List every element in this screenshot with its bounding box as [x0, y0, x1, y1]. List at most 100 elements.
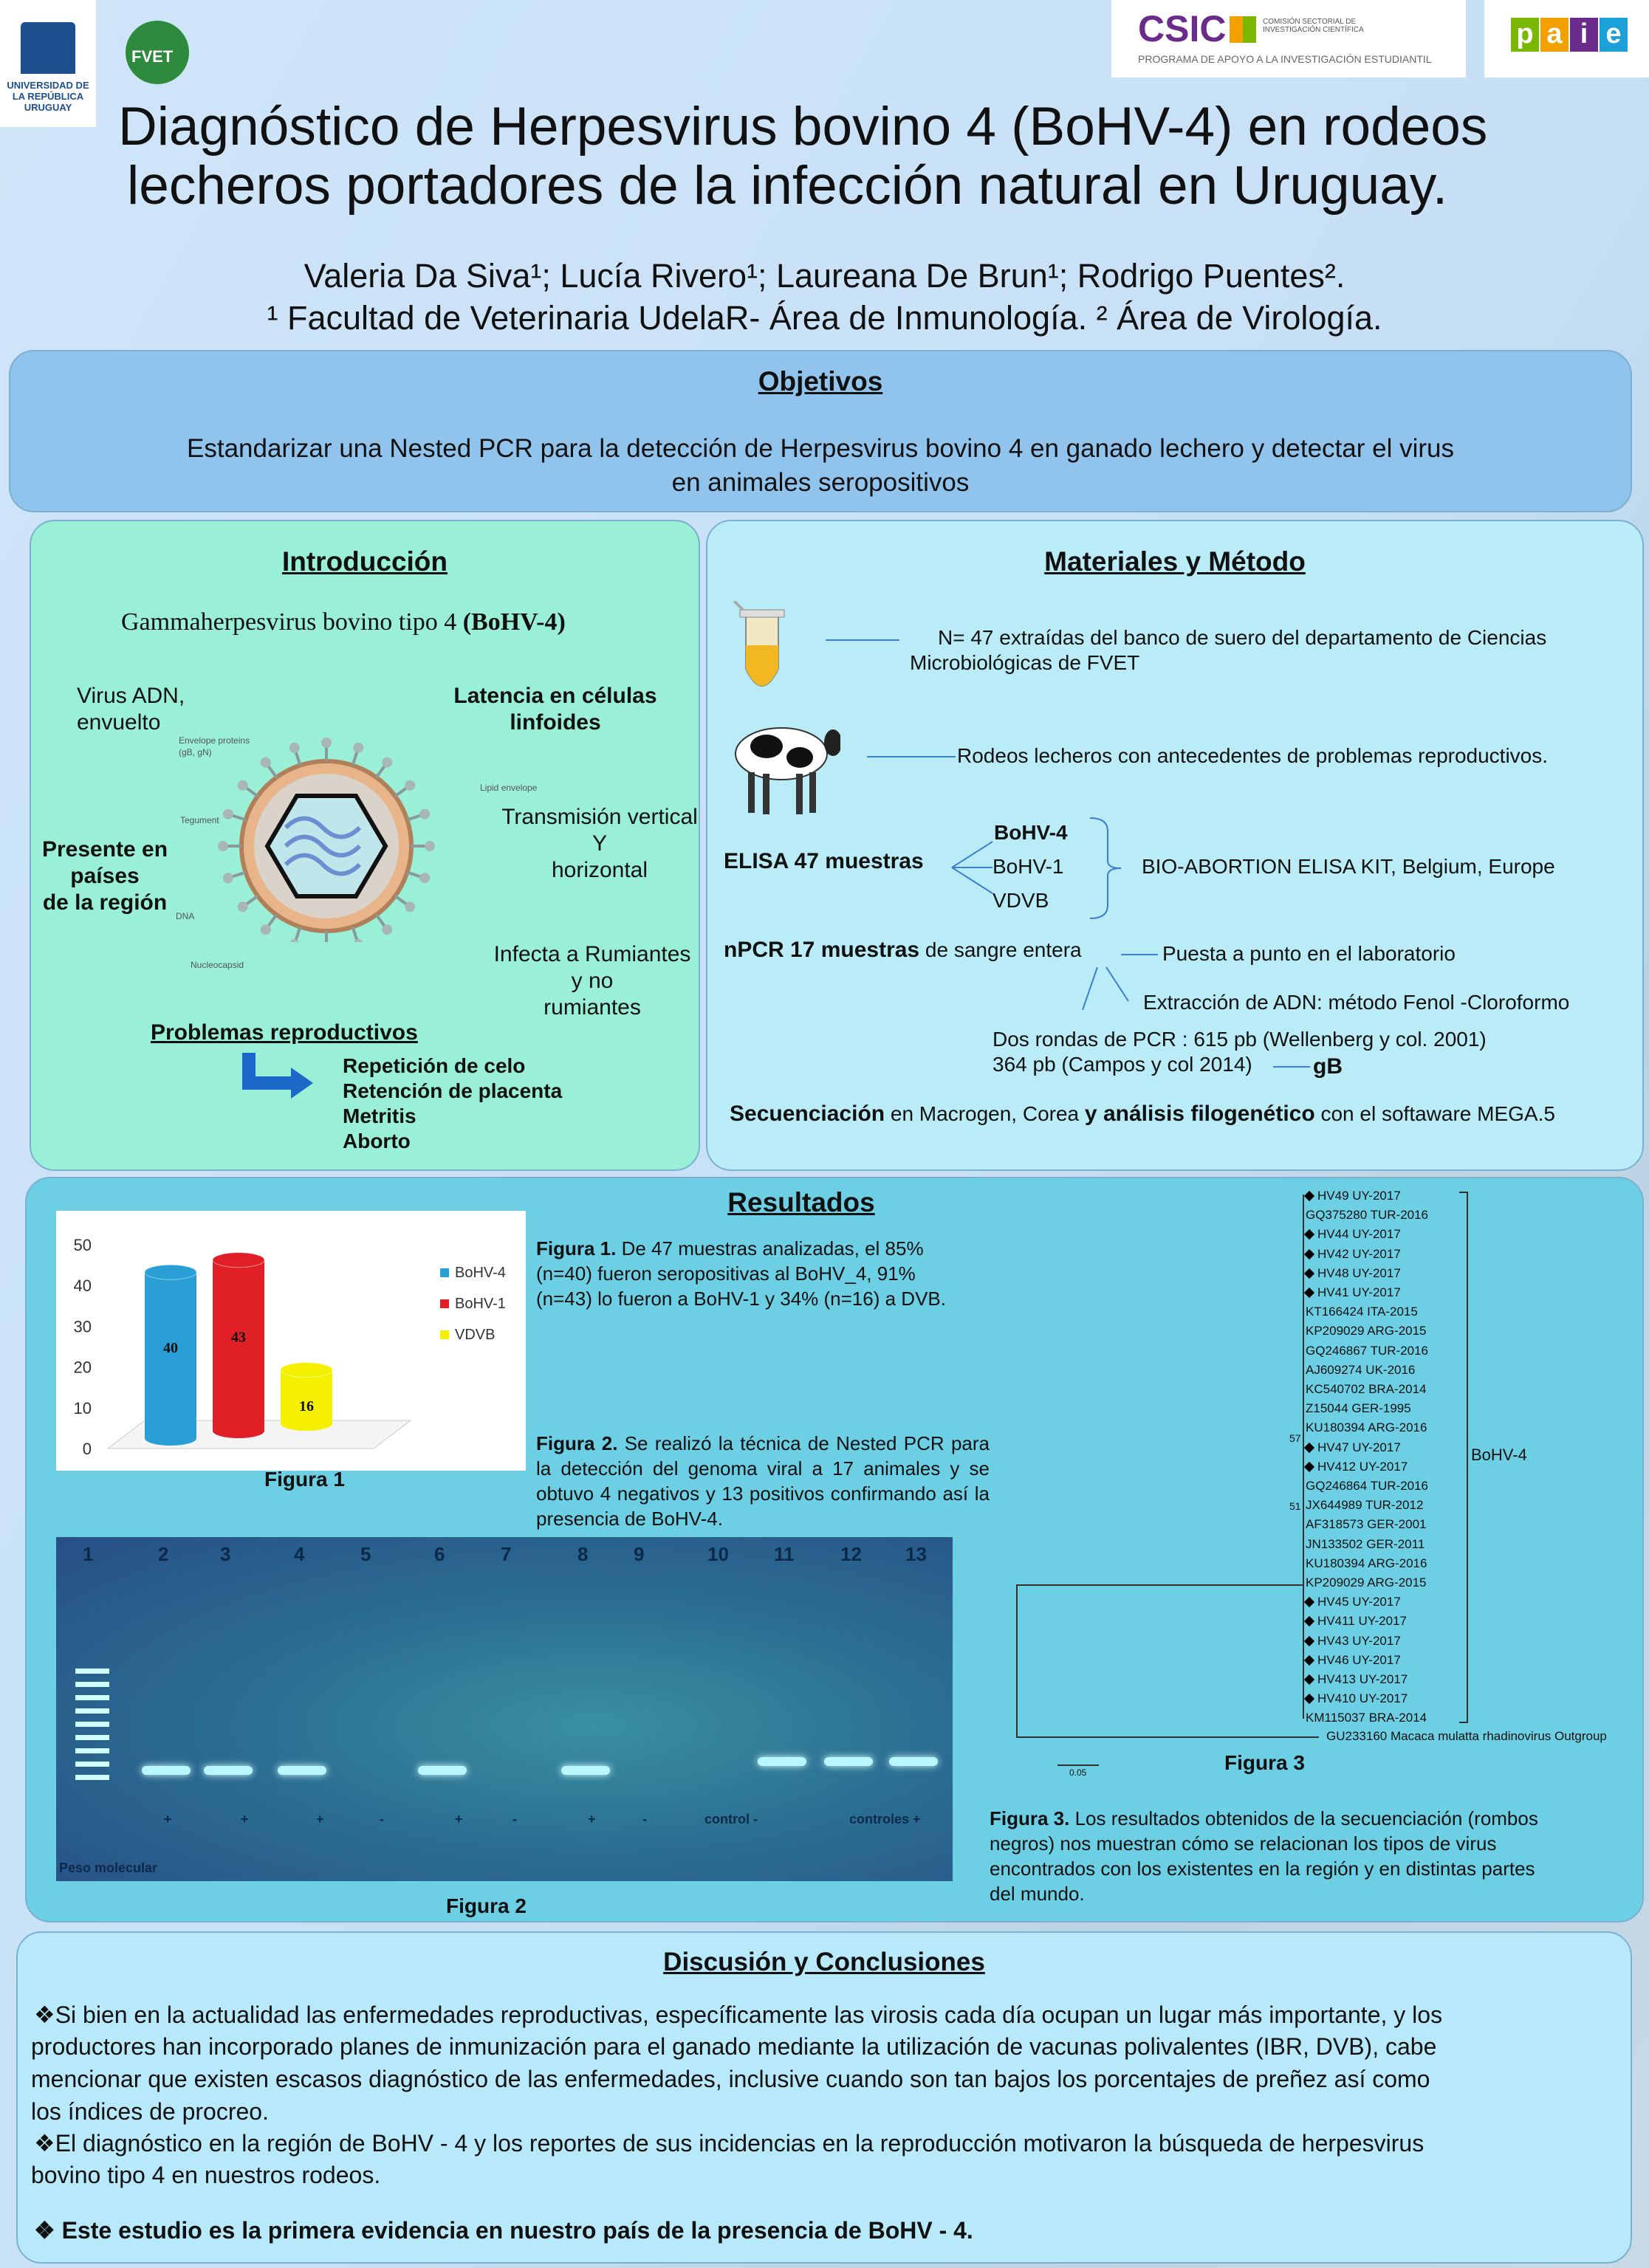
metodos-rondas2: 364 pb (Campos y col 2014) [993, 1053, 1252, 1076]
phylo-bootstrap-57: 57 [1289, 1432, 1301, 1444]
phylo-taxon: GQ246867 TUR-2016 [1306, 1344, 1428, 1358]
virion-label-nucleocapsid: Nucleocapsid [191, 960, 244, 970]
phylo-root-v [1016, 1584, 1018, 1736]
phylo-outgroup-h [1016, 1736, 1319, 1738]
elbow-arrow-shaft [242, 1076, 294, 1090]
elisa-target-1: BoHV-4 [994, 821, 1068, 844]
phylo-taxon: KU180394 ARG-2016 [1306, 1420, 1427, 1435]
phylo-taxon: JX644989 TUR-2012 [1306, 1498, 1423, 1513]
virion-spike-head [405, 901, 416, 913]
phylo-taxon: KP209029 ARG-2015 [1306, 1575, 1427, 1590]
udelar-building-icon [21, 22, 75, 74]
phylo-taxon-name: KP209029 ARG-2015 [1306, 1575, 1427, 1590]
phylo-taxon-name: HV48 UY-2017 [1317, 1265, 1401, 1280]
paie-e: e [1600, 18, 1628, 52]
phylo-taxon-name: KT166424 ITA-2015 [1306, 1305, 1418, 1319]
gel-band [418, 1766, 467, 1775]
gel-lane-number: 10 [707, 1543, 729, 1565]
metodos-secuenciacion: Secuenciación en Macrogen, Corea y análi… [730, 1102, 1555, 1127]
gel-lane-number: 6 [434, 1543, 445, 1565]
latencia-1: Latencia en células [453, 684, 657, 708]
phylo-taxon-name: HV411 UY-2017 [1317, 1614, 1407, 1629]
arrow-puesta [1121, 954, 1158, 955]
phylo-taxon-name: Z15044 GER-1995 [1306, 1401, 1411, 1416]
gel-lane-number: 12 [840, 1543, 862, 1565]
csic-sub: COMISIÓN SECTORIAL DE INVESTIGACIÓN CIEN… [1263, 18, 1364, 34]
phylo-clade-label: BoHV-4 [1471, 1446, 1527, 1464]
virion-spike-head [354, 939, 363, 942]
problema-1: Repetición de celo [343, 1054, 526, 1077]
gel-ladder-band [75, 1695, 109, 1700]
phylo-taxon: Z15044 GER-1995 [1306, 1401, 1411, 1416]
fig2-caption: Figura 2. Se realizó la técnica de Neste… [536, 1431, 990, 1531]
gel-ladder-band [75, 1682, 109, 1687]
paie-logo: p a i e [1484, 0, 1649, 78]
virion-spike-head [353, 742, 364, 753]
diamond-icon [1303, 1248, 1315, 1260]
virion-spike-head [237, 780, 248, 791]
gel-lane-number: 13 [905, 1543, 927, 1565]
fvet-text: FVET [131, 47, 174, 66]
paie-p: p [1511, 18, 1539, 52]
phylo-taxon: AF318573 GER-2001 [1306, 1517, 1427, 1532]
virion-spike-head [419, 808, 431, 819]
virion-spike-head [218, 841, 228, 851]
elbow-arrow-head [291, 1068, 313, 1099]
discusion-conclusion: ❖ Este estudio es la primera evidencia e… [34, 2217, 973, 2244]
fig1-caption-text: De 47 muestras analizadas, el 85% (n=40)… [536, 1237, 946, 1310]
gel-lane-number: 11 [774, 1543, 795, 1565]
virion-dna [284, 816, 362, 876]
objetivos-line1: Estandarizar una Nested PCR para la dete… [187, 434, 1454, 463]
legend-swatch [440, 1330, 449, 1339]
phylo-taxon-name: HV412 UY-2017 [1317, 1459, 1408, 1474]
objetivos-line2: en animales seropositivos [671, 468, 970, 497]
diamond-icon [1303, 1654, 1315, 1666]
udelar-text: UNIVERSIDAD DE LA REPÚBLICA URUGUAY [7, 80, 89, 113]
authors-line2: ¹ Facultad de Veterinaria UdelaR- Área d… [267, 299, 1382, 337]
cow-icon [735, 727, 840, 814]
gel-sign: + [316, 1812, 324, 1827]
sec-end: con el softaware MEGA.5 [1320, 1102, 1555, 1125]
y-tick-label: 10 [74, 1399, 92, 1418]
gel-lane-number: 1 [83, 1543, 94, 1565]
gel-sign: + [455, 1812, 463, 1827]
phylo-taxon: HV43 UY-2017 [1303, 1634, 1401, 1649]
gel-sign: controles + [849, 1812, 921, 1827]
discusion-p1-line2: productores han incorporado planes de in… [31, 2033, 1437, 2060]
virion-spike-head [405, 780, 416, 791]
phylo-scale-bar [1057, 1764, 1099, 1766]
diamond-icon [1303, 1268, 1315, 1279]
gel-ladder-band [75, 1669, 109, 1674]
npcr-split-arrows [1082, 966, 1129, 1011]
discusion-p1-line4: los índices de procreo. [31, 2098, 269, 2125]
metodos-n-line1: N= 47 extraídas del banco de suero del d… [938, 626, 1547, 649]
csic-squares-icon [1230, 16, 1256, 43]
fvet-logo: FVET [126, 21, 189, 84]
gel-lane-number: 8 [577, 1543, 589, 1565]
phylo-taxon-name: HV42 UY-2017 [1317, 1246, 1401, 1261]
phylo-taxon-name: KM115037 BRA-2014 [1306, 1711, 1427, 1725]
virion-spike-head [289, 939, 299, 942]
metodos-elisa: ELISA 47 muestras [724, 849, 924, 873]
phylo-taxon: HV44 UY-2017 [1303, 1227, 1401, 1242]
transmision-3: horizontal [551, 858, 648, 882]
arrow-rodeos [867, 756, 956, 757]
phylo-bootstrap-51: 51 [1289, 1500, 1301, 1512]
phylo-taxon-name: HV413 UY-2017 [1317, 1672, 1408, 1686]
metodos-gb: gB [1313, 1054, 1343, 1079]
phylo-root-h [1016, 1584, 1303, 1586]
udelar-logo: UNIVERSIDAD DE LA REPÚBLICA URUGUAY [0, 0, 96, 127]
phylo-taxon: HV45 UY-2017 [1303, 1595, 1401, 1609]
phylo-taxon-name: AF318573 GER-2001 [1306, 1517, 1427, 1532]
y-tick-label: 30 [74, 1317, 92, 1336]
fig1-caption: Figura 1. De 47 muestras analizadas, el … [536, 1236, 950, 1311]
gel-ladder-band [75, 1775, 109, 1780]
virion-spikes [218, 738, 435, 942]
infecta-3: rumiantes [544, 995, 641, 1020]
problema-2: Retención de placenta [343, 1079, 563, 1102]
virion-label-dna: DNA [176, 911, 195, 921]
discusion-p1-line1: ❖Si bien en la actualidad las enfermedad… [34, 2001, 1443, 2028]
diamond-icon [1303, 1442, 1315, 1453]
phylo-taxon-name: GQ246864 TUR-2016 [1306, 1479, 1429, 1493]
gel-sign: - [512, 1812, 517, 1827]
